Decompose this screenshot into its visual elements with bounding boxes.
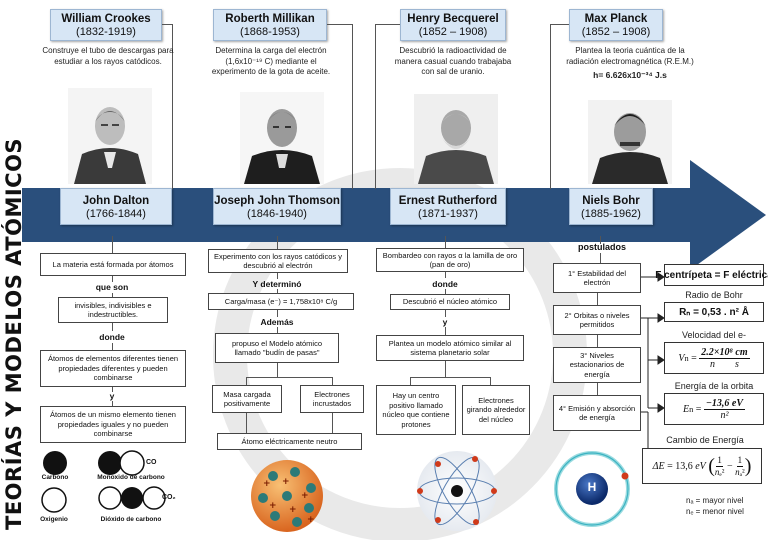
bohr-note-1: nₐ = mayor nivel [686, 496, 744, 505]
crookes-caption: Construye el tubo de descargas para estu… [42, 46, 174, 66]
dalton-conn-1: que son [95, 282, 129, 292]
thomson-label: Joseph John Thomson (1846-1940) [213, 188, 341, 225]
rutherford-box-1: Bombardeo con rayos α la lamilla de oro … [376, 248, 524, 272]
dalton-box-3: Átomos de elementos diferentes tienen pr… [40, 350, 186, 387]
millikan-label: Roberth Millikan (1868-1953) [213, 9, 327, 41]
dalton-name: John Dalton [82, 195, 150, 207]
bohr-postulate-1: 1° Estabilidad del electrón [553, 263, 641, 293]
dalton-box-2: invisibles, indivisibles e indestructibl… [58, 297, 168, 323]
main-title: TEORÍAS Y MODELOS ATÓMICOS [2, 137, 26, 530]
svg-text:+: + [263, 479, 271, 489]
svg-text:+: + [301, 491, 309, 501]
dalton-conn-2: donde [99, 332, 125, 342]
crookes-label: William Crookes (1832-1919) [50, 9, 162, 41]
millikan-years: (1868-1953) [240, 26, 300, 38]
becquerel-name: Henry Becquerel [407, 13, 499, 25]
thomson-conn-2: Además [260, 317, 294, 327]
dalton-years: (1766-1844) [86, 208, 146, 220]
svg-text:+: + [282, 477, 290, 487]
svg-text:+: + [307, 515, 315, 525]
thomson-box-3: propuso el Modelo atómico llamado "budín… [215, 333, 339, 363]
thomson-box-4a: Masa cargada positivamente [212, 385, 282, 413]
monoxido-label: Monoxido de carbono [97, 474, 165, 481]
bohr-nucleus-label: H [587, 480, 597, 494]
rutherford-box-3: Plantea un modelo atómico similar al sis… [376, 335, 524, 361]
bohr-note-2: nₑ = menor nivel [686, 507, 744, 516]
planck-name: Max Planck [584, 13, 648, 25]
formula-radio: Rₙ = 0,53 . n² Å [664, 302, 764, 322]
thomson-conn-1: Y determinó [252, 279, 302, 289]
co-label: CO [146, 459, 157, 466]
dalton-box-1: La materia está formada por átomos [40, 253, 186, 276]
thomson-box-5: Átomo eléctricamente neutro [217, 433, 362, 450]
rutherford-name: Ernest Rutherford [398, 195, 498, 207]
planck-caption: Plantea la teoria cuántica de la radiaci… [566, 46, 694, 66]
dalton-molecules [41, 450, 166, 513]
thomson-years: (1846-1940) [247, 208, 307, 220]
svg-text:+: + [269, 501, 277, 511]
bohr-postulate-4: 4° Emisión y absorción de energía [553, 395, 641, 431]
bohr-postulate-2: 2° Orbitas o niveles permitidos [553, 305, 641, 335]
thomson-name: Joseph John Thomson [214, 195, 340, 207]
rutherford-atom-model [417, 451, 497, 531]
bohr-name: Niels Bohr [582, 195, 640, 207]
dalton-conn-3: y [109, 391, 115, 401]
thomson-box-1: Experimento con los rayos catódicos y de… [208, 249, 348, 273]
thomson-box-2: Carga/masa (e⁻) = 1,758x10⁸ C/g [208, 293, 354, 310]
millikan-name: Roberth Millikan [225, 13, 315, 25]
becquerel-portrait [414, 94, 498, 184]
plum-pudding-model: + + + + + + [251, 460, 323, 532]
dioxido-label: Dióxido de carbono [100, 516, 162, 523]
becquerel-years: (1852 – 1908) [418, 26, 488, 38]
velocidad-title: Velocidad del e- [681, 330, 747, 340]
dalton-label: John Dalton (1766-1844) [60, 188, 172, 225]
rutherford-box-4a: Hay un centro positivo llamado núcleo qu… [376, 385, 456, 435]
rutherford-conn-2: y [442, 317, 448, 327]
rutherford-conn-1: donde [432, 279, 458, 289]
crookes-years: (1832-1919) [76, 26, 136, 38]
becquerel-label: Henry Becquerel (1852 – 1908) [400, 9, 506, 41]
dalton-box-4: Átomos de un mismo elemento tienen propi… [40, 406, 186, 443]
planck-label: Max Planck (1852 – 1908) [569, 9, 663, 41]
planck-portrait [588, 100, 672, 184]
becquerel-caption: Descubrió la radioactividad de manera ca… [394, 46, 512, 76]
rutherford-years: (1871-1937) [418, 208, 478, 220]
crookes-portrait [68, 88, 152, 184]
bohr-atom-model [554, 451, 630, 527]
thomson-box-4b: Electrones incrustados [300, 385, 364, 413]
carbono-label: Carbono [41, 474, 69, 481]
cambio-energia-title: Cambio de Energía [666, 435, 744, 445]
radio-formula-text: Rₙ = 0,53 . n² Å [679, 306, 749, 318]
millikan-caption: Determina la carga del electrón (1,6x10⁻… [211, 46, 331, 76]
co2-label: CO₂ [162, 494, 176, 501]
crookes-name: William Crookes [61, 13, 151, 25]
bohr-years: (1885-1962) [581, 208, 641, 220]
bohr-conn-postulados: postulados [577, 242, 626, 252]
millikan-portrait [240, 92, 324, 184]
bohr-label: Niels Bohr (1885-1962) [569, 188, 653, 225]
force-balance-text: F centrípeta = F eléctrica [655, 269, 768, 281]
bohr-connectors [641, 272, 665, 457]
planck-formula: h= 6.626x10⁻³⁴ J.s [593, 70, 667, 80]
planck-years: (1852 – 1908) [581, 26, 651, 38]
svg-text:+: + [289, 505, 297, 515]
radio-bohr-title: Radio de Bohr [685, 290, 743, 300]
rutherford-box-2: Descubrió el núcleo atómico [390, 294, 510, 310]
rutherford-label: Ernest Rutherford (1871-1937) [390, 188, 506, 225]
rutherford-box-4b: Electrones girando alrededor del núcleo [462, 385, 530, 435]
energia-orbita-title: Energía de la orbita [674, 381, 754, 391]
formula-force-balance: F centrípeta = F eléctrica [655, 264, 768, 286]
bohr-postulate-3: 3° Niveles estacionarios de energía [553, 347, 641, 383]
oxigenio-label: Oxigenio [40, 516, 68, 523]
